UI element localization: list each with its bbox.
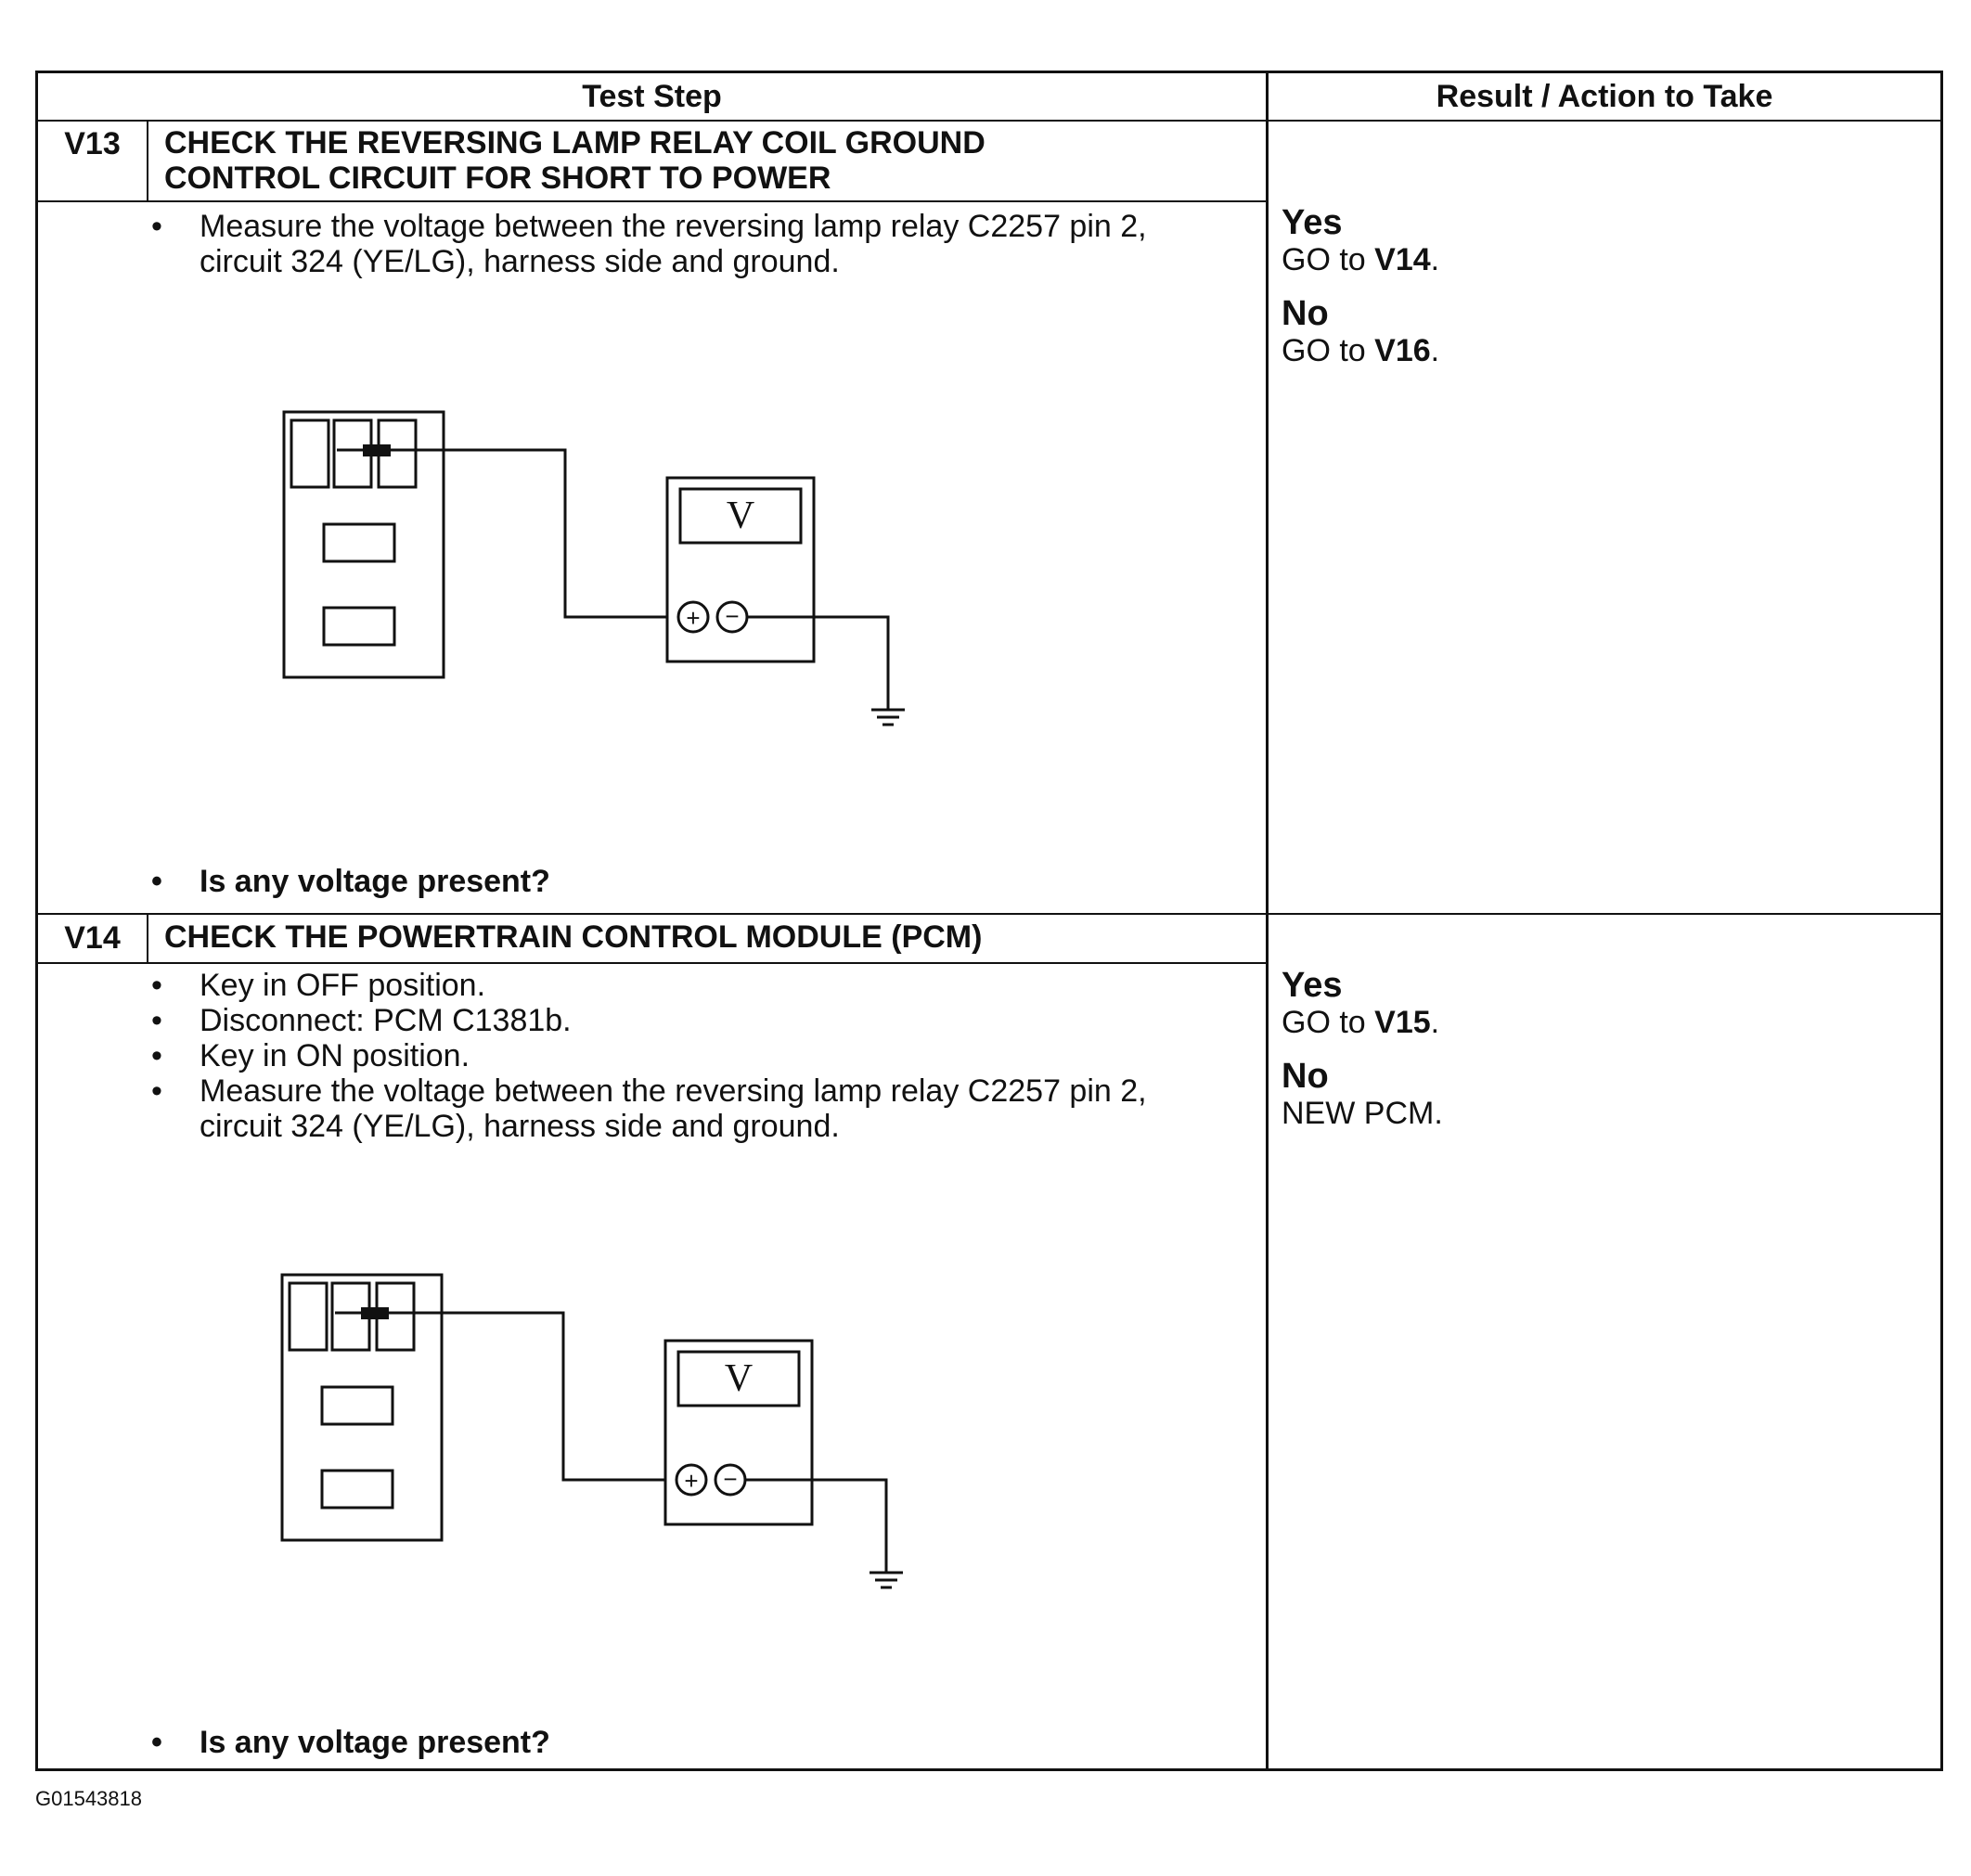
step-title-v13: CHECK THE REVERSING LAMP RELAY COIL GROU… (164, 125, 1259, 196)
step-id-v13: V13 (64, 126, 121, 161)
result-answer: Yes (1282, 203, 1343, 242)
step-title-divider (38, 962, 1266, 964)
step-title-line: CHECK THE REVERSING LAMP RELAY COIL GROU… (164, 125, 986, 161)
connector-cavity (320, 1385, 394, 1426)
figure-code: G01543818 (35, 1787, 142, 1810)
voltmeter-diagram-v13: V + − (282, 410, 905, 726)
connector-cavity (320, 1469, 394, 1510)
connector-cavity (290, 418, 330, 489)
question-text: Is any voltage present? (200, 864, 550, 899)
header-divider (38, 120, 1940, 122)
probe-lead-positive (337, 448, 667, 619)
instruction-item: Key in OFF position. (148, 968, 1224, 1003)
probe-tip (361, 1307, 389, 1319)
ground-lead (747, 615, 890, 710)
voltmeter-body (663, 1339, 814, 1526)
meter-label: V (725, 1357, 753, 1400)
minus-sign: − (723, 1465, 737, 1493)
connector-cavity (322, 606, 396, 647)
question-v13: •Is any voltage present? (151, 864, 550, 899)
result-action: NEW PCM. (1282, 1096, 1443, 1131)
step-title-v14: CHECK THE POWERTRAIN CONTROL MODULE (PCM… (164, 919, 1259, 955)
result-v13: Yes GO to V14. No GO to V16. (1282, 203, 1931, 385)
result-header: Result / Action to Take (1436, 79, 1773, 114)
step-title-line: CHECK THE POWERTRAIN CONTROL MODULE (PCM… (164, 919, 983, 955)
instruction-item: Disconnect: PCM C1381b. (148, 1003, 1224, 1038)
step-title-line: CONTROL CIRCUIT FOR SHORT TO POWER (164, 161, 831, 196)
plus-sign: + (684, 1467, 698, 1495)
relay-connector (282, 410, 445, 679)
positive-terminal (675, 1463, 708, 1497)
result-action: GO to V14. (1282, 242, 1440, 277)
question-v14: •Is any voltage present? (151, 1725, 550, 1760)
relay-connector (280, 1273, 444, 1542)
ground-lead (745, 1478, 888, 1573)
plus-sign: + (686, 604, 700, 632)
test-step-header: Test Step (582, 79, 722, 114)
result-answer: Yes (1282, 966, 1343, 1005)
result-action: GO to V15. (1282, 1005, 1440, 1040)
voltmeter-body (665, 476, 816, 663)
step-id-divider (147, 122, 148, 201)
result-action: GO to V16. (1282, 333, 1440, 368)
minus-sign: − (725, 602, 739, 630)
connector-cavity (322, 522, 396, 563)
step-id-v14: V14 (64, 920, 121, 956)
result-answer: No (1282, 1057, 1329, 1096)
instruction-item: Measure the voltage between the reversin… (148, 1073, 1224, 1144)
step-id-divider (147, 915, 148, 963)
voltmeter-display (676, 1350, 801, 1407)
column-divider (1266, 73, 1269, 1768)
result-v14: Yes GO to V15. No NEW PCM. (1282, 966, 1931, 1148)
goto-link[interactable]: V16 (1374, 333, 1431, 368)
instruction-item: Key in ON position. (148, 1038, 1224, 1073)
instruction-list-v14: Key in OFF position. Disconnect: PCM C13… (148, 968, 1224, 1144)
connector-cavity (288, 1281, 328, 1352)
meter-label: V (727, 495, 754, 537)
instruction-item: Measure the voltage between the reversin… (148, 209, 1224, 279)
probe-lead-positive (335, 1311, 665, 1482)
probe-tip (363, 444, 391, 456)
diagnostic-table: Test Step Result / Action to Take V13 CH… (35, 71, 1943, 1771)
voltmeter-display (678, 487, 803, 545)
voltmeter-diagram-v14: V + − (280, 1273, 903, 1589)
step-title-divider (38, 200, 1266, 202)
step-separator (38, 913, 1940, 915)
instruction-list-v13: Measure the voltage between the reversin… (148, 209, 1224, 279)
question-text: Is any voltage present? (200, 1725, 550, 1760)
goto-link[interactable]: V14 (1374, 242, 1431, 277)
result-answer: No (1282, 294, 1329, 333)
positive-terminal (676, 600, 710, 634)
goto-link[interactable]: V15 (1374, 1005, 1431, 1040)
